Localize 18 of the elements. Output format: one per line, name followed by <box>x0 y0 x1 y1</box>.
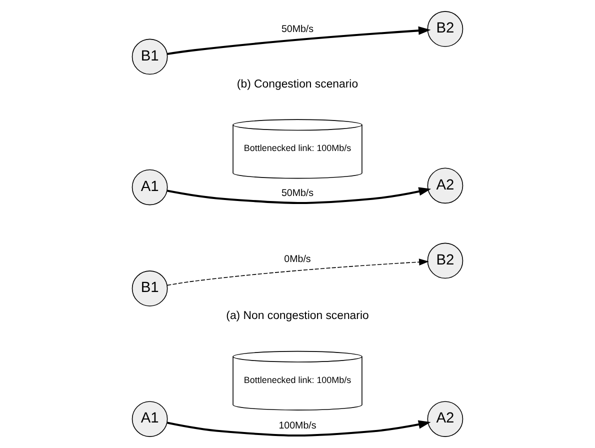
node-circle: A2 <box>427 401 464 437</box>
node-circle: A1 <box>132 169 168 206</box>
arrow <box>166 258 429 286</box>
edge-label: 50Mb/s <box>281 24 314 35</box>
edge-label: 50Mb/s <box>281 188 314 199</box>
arrow <box>167 420 431 437</box>
arrow <box>167 26 431 55</box>
edge-label: 100Mb/s <box>278 420 316 432</box>
node-circle: B1 <box>132 270 168 306</box>
edge-label: 0Mb/s <box>284 254 311 266</box>
node-circle: A1 <box>132 401 168 437</box>
label: (b) Congestion scenario <box>236 78 358 90</box>
node-circle: A2 <box>427 168 464 204</box>
node-circle: B1 <box>132 38 168 75</box>
node-circle: B2 <box>427 242 464 279</box>
node-circle: B2 <box>427 11 464 47</box>
arrow <box>167 187 432 204</box>
label: (a) Non congestion scenario <box>226 310 369 322</box>
